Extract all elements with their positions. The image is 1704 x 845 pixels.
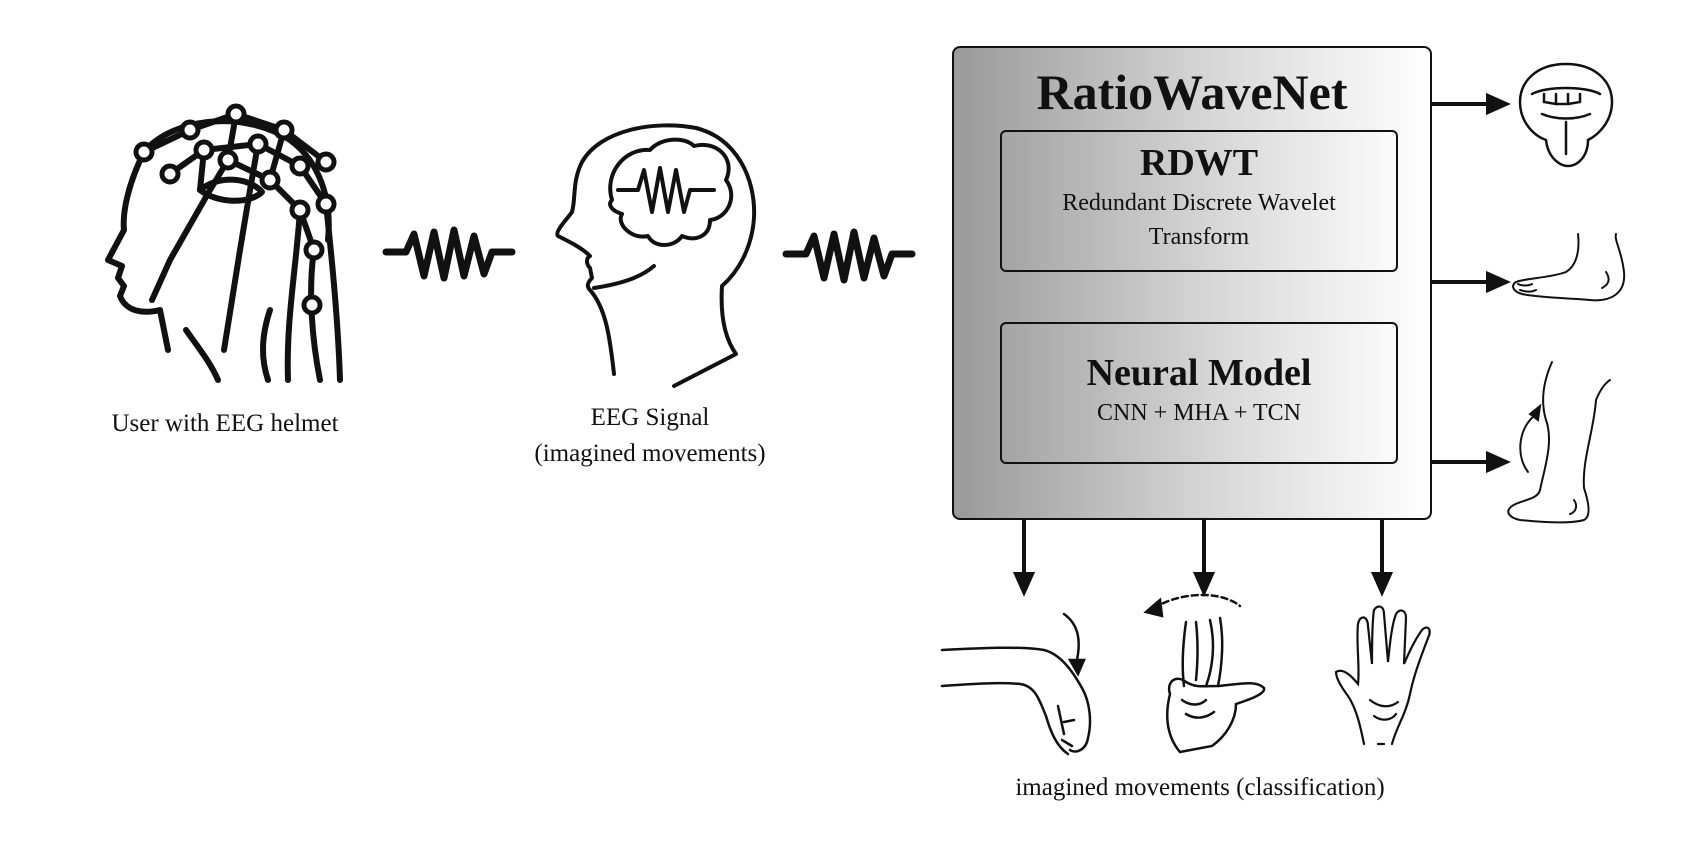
user-caption: User with EEG helmet: [111, 410, 339, 437]
wrist-flexion-icon: [940, 612, 1092, 756]
rdwt-line2: Transform: [1148, 224, 1250, 250]
neural-model-block: Neural Model CNN + MHA + TCN: [1000, 322, 1398, 464]
model-title: RatioWaveNet: [1036, 64, 1348, 120]
signal-wave-icon: [382, 226, 516, 282]
foot-icon: [1512, 233, 1626, 302]
rdwt-title: RDWT: [1139, 142, 1259, 184]
signal-caption-line1: EEG Signal: [590, 404, 710, 431]
signal-wave-icon: [782, 228, 916, 284]
neural-subtitle: CNN + MHA + TCN: [1097, 400, 1301, 426]
ratiowavenet-block: RatioWaveNet RDWT Redundant Discrete Wav…: [952, 46, 1432, 520]
output-arrows-right: [1432, 92, 1511, 474]
leg-icon: [1507, 361, 1611, 524]
tongue-icon: [1518, 62, 1614, 168]
hand-rotation-icon: [1143, 593, 1266, 754]
signal-caption: EEG Signal (imagined movements): [480, 400, 820, 472]
neural-title: Neural Model: [1086, 352, 1312, 394]
open-hand-icon: [1334, 605, 1431, 746]
eeg-helmet-head-icon: [105, 103, 343, 383]
outputs-caption: imagined movements (classification): [1015, 774, 1385, 801]
output-arrows-down: [1012, 520, 1394, 597]
rdwt-block: RDWT Redundant Discrete Wavelet Transfor…: [1000, 130, 1398, 272]
brain-wave-head-icon: [555, 123, 757, 388]
rdwt-line1: Redundant Discrete Wavelet: [1062, 190, 1336, 216]
signal-caption-line2: (imagined movements): [534, 440, 766, 467]
